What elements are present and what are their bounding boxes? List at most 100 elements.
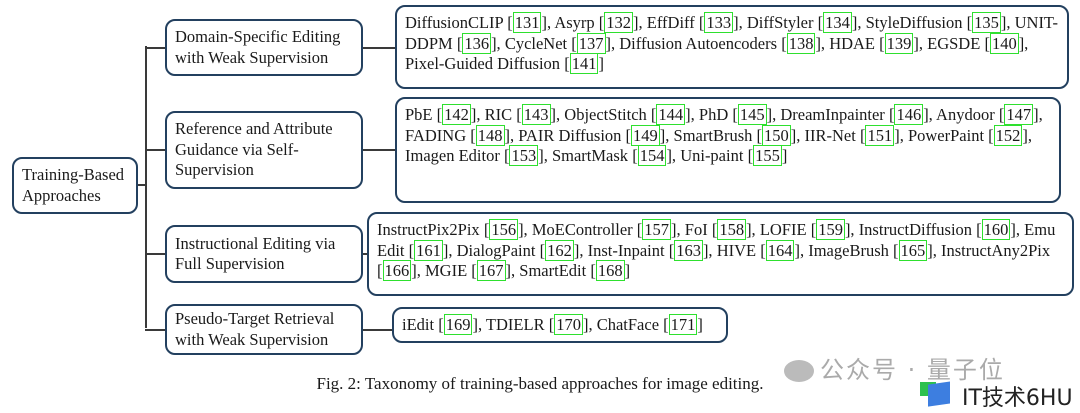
method-item: PhD [145], xyxy=(698,104,781,125)
citation-link[interactable]: 153 xyxy=(509,145,539,166)
citation-link[interactable]: 169 xyxy=(443,314,473,335)
method-name: Asyrp xyxy=(554,13,595,32)
method-name: PhD xyxy=(698,105,729,124)
branch-line xyxy=(145,149,165,151)
method-name: DiffusionCLIP xyxy=(405,13,504,32)
citation-link[interactable]: 162 xyxy=(545,239,574,261)
branch-line xyxy=(145,328,165,331)
method-item: UNIT-DDPM [136], xyxy=(405,13,1058,54)
branch-line xyxy=(145,46,165,49)
citation-link[interactable]: 159 xyxy=(816,219,845,240)
method-name: HDAE xyxy=(829,33,876,53)
category-label: Domain-Specific Editing with Weak Superv… xyxy=(175,27,341,67)
citation-link[interactable]: 152 xyxy=(993,124,1023,146)
method-name: ObjectStitch xyxy=(564,105,647,124)
citation-link[interactable]: 137 xyxy=(576,32,606,54)
citation-link[interactable]: 138 xyxy=(786,32,816,54)
wechat-icon xyxy=(784,360,814,382)
citation-link[interactable]: 163 xyxy=(674,239,703,261)
method-name: LOFIE xyxy=(759,220,807,239)
method-item: MoEController [157], xyxy=(531,219,685,240)
method-item: ObjectStitch [144], xyxy=(564,104,699,125)
citation-link[interactable]: 145 xyxy=(737,104,767,125)
citation-link[interactable]: 168 xyxy=(595,260,625,281)
leaf-connector xyxy=(363,46,395,49)
method-item: RIC [143], xyxy=(484,104,565,125)
method-item: EGSDE [140], xyxy=(927,32,1029,54)
method-name: Diffusion Autoencoders xyxy=(619,33,778,53)
method-name: SmartMask xyxy=(551,146,629,165)
citation-link[interactable]: 131 xyxy=(512,12,542,33)
method-item: Anydoor [147], xyxy=(936,104,1043,125)
method-item: DialogPaint [162], xyxy=(456,239,588,261)
method-name: Anydoor xyxy=(936,105,995,124)
citation-link[interactable]: 141 xyxy=(569,53,599,74)
citation-link[interactable]: 160 xyxy=(981,219,1011,240)
method-item: Imagen Editor [153], xyxy=(405,145,552,166)
citation-link[interactable]: 135 xyxy=(972,12,1001,33)
category-label: Pseudo-Target Retrieval with Weak Superv… xyxy=(175,309,335,349)
methods-list: InstructPix2Pix [156], MoEController [15… xyxy=(367,212,1074,296)
methods-list: iEdit [169], TDIELR [170], ChatFace [171… xyxy=(392,307,728,343)
citation-link[interactable]: 148 xyxy=(475,124,505,146)
category-node: Pseudo-Target Retrieval with Weak Superv… xyxy=(165,304,363,355)
citation-link[interactable]: 164 xyxy=(765,239,795,261)
citation-link[interactable]: 165 xyxy=(898,239,928,261)
method-name: FoI xyxy=(684,220,708,239)
citation-link[interactable]: 132 xyxy=(604,12,634,33)
citation-link[interactable]: 171 xyxy=(668,314,698,335)
method-item: DiffusionCLIP [131], xyxy=(405,12,555,33)
citation-link[interactable]: 158 xyxy=(717,219,747,240)
method-name: HIVE xyxy=(716,240,757,260)
citation-link[interactable]: 170 xyxy=(554,314,583,335)
citation-link[interactable]: 143 xyxy=(521,104,551,125)
figure-caption: Fig. 2: Taxonomy of training-based appro… xyxy=(316,374,764,393)
citation-link[interactable]: 154 xyxy=(637,145,667,166)
method-item: PbE [142], xyxy=(405,104,485,125)
methods-list: PbE [142], RIC [143], ObjectStitch [144]… xyxy=(395,97,1061,203)
citation-link[interactable]: 139 xyxy=(884,32,914,54)
citation-link[interactable]: 161 xyxy=(414,239,443,261)
method-name: TDIELR xyxy=(485,315,545,334)
method-name: Imagen Editor xyxy=(405,146,500,165)
method-name: iEdit xyxy=(402,315,435,334)
citation-link[interactable]: 144 xyxy=(656,104,686,125)
watermark-label: 公众号 · 量子位 xyxy=(820,356,1005,384)
method-item: InstructDiffusion [160], xyxy=(858,219,1025,240)
category-label: Instructional Editing via Full Supervisi… xyxy=(175,233,336,274)
method-name: EGSDE xyxy=(927,33,981,53)
citation-link[interactable]: 155 xyxy=(753,145,782,166)
citation-link[interactable]: 156 xyxy=(489,219,519,240)
method-name: FADING xyxy=(405,125,467,145)
method-name: PAIR Diffusion xyxy=(518,125,622,145)
citation-link[interactable]: 136 xyxy=(462,32,492,54)
method-item: EffDiff [133], xyxy=(646,12,747,33)
citation-link[interactable]: 140 xyxy=(989,32,1019,54)
method-name: StyleDiffusion xyxy=(865,13,963,32)
citation-link[interactable]: 146 xyxy=(894,104,924,125)
method-item: TDIELR [170], xyxy=(485,314,597,335)
citation-link[interactable]: 134 xyxy=(823,12,852,33)
citation-link[interactable]: 133 xyxy=(704,12,734,33)
methods-list: DiffusionCLIP [131], Asyrp [132], EffDif… xyxy=(395,5,1069,89)
citation-link[interactable]: 142 xyxy=(442,104,471,125)
citation-link[interactable]: 167 xyxy=(476,260,506,281)
method-name: Pixel-Guided Diffusion xyxy=(405,54,561,73)
category-node: Reference and Attribute Guidance via Sel… xyxy=(165,111,363,189)
citation-link[interactable]: 151 xyxy=(865,124,895,146)
citation-link[interactable]: 147 xyxy=(1004,104,1034,125)
citation-link[interactable]: 149 xyxy=(631,124,660,146)
watermark-text: 公众号 · 量子位 xyxy=(784,350,1005,385)
citation-link[interactable]: 166 xyxy=(382,260,412,281)
method-name: DialogPaint xyxy=(456,240,536,260)
method-item: InstructAny2Pix [166], xyxy=(377,240,1051,281)
method-name: DreamInpainter xyxy=(780,105,885,124)
method-name: Uni-paint xyxy=(680,146,744,165)
method-name: Emu Edit xyxy=(377,220,1056,260)
trunk-line xyxy=(138,184,146,186)
citation-link[interactable]: 150 xyxy=(762,124,791,146)
method-item: HIVE [164], xyxy=(716,239,809,261)
category-node: Instructional Editing via Full Supervisi… xyxy=(165,225,363,283)
citation-link[interactable]: 157 xyxy=(642,219,672,240)
